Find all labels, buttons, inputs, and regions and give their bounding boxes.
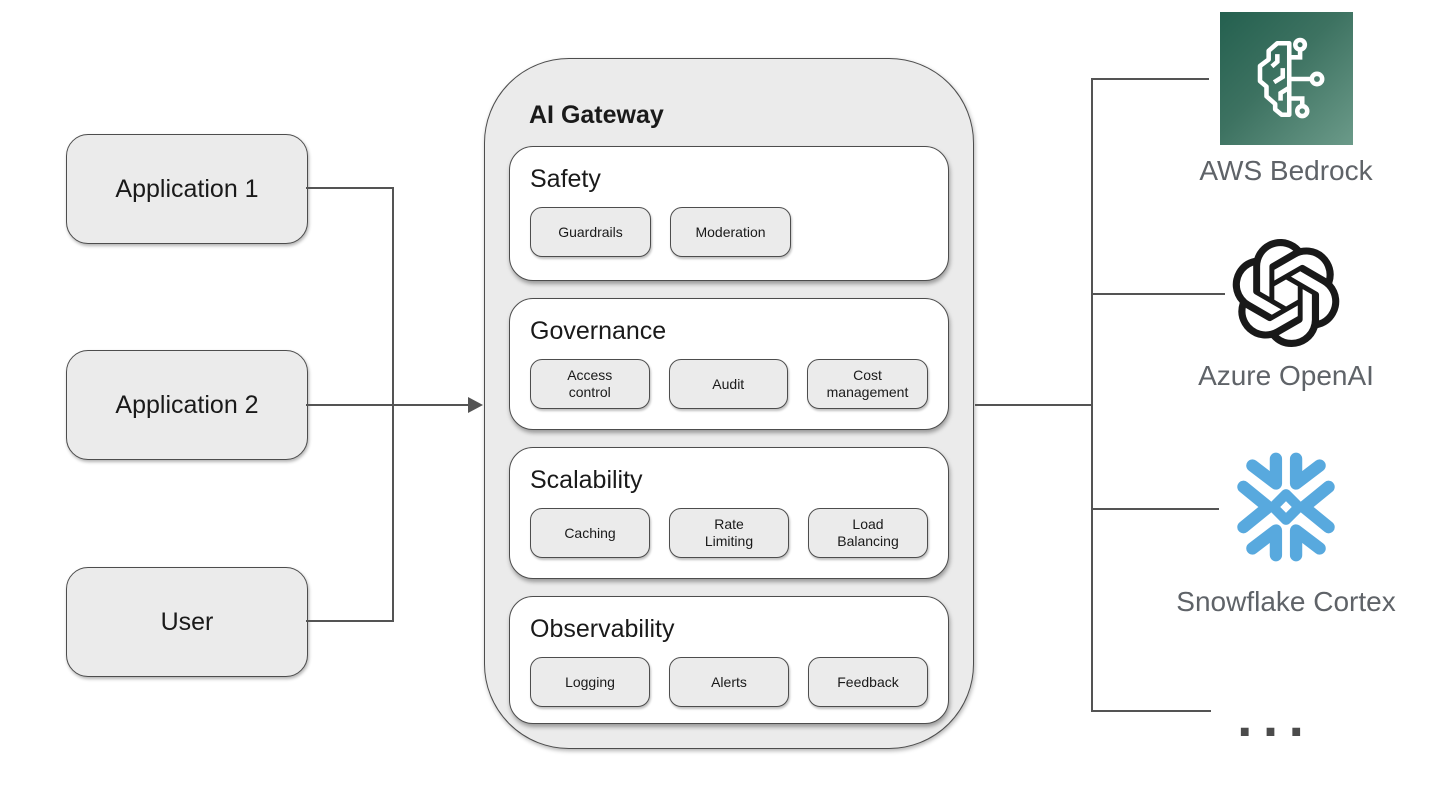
provider-snowflake-cortex: Snowflake Cortex (1166, 451, 1406, 618)
openai-icon (1232, 239, 1340, 347)
chip-row: Guardrails Moderation (530, 207, 928, 257)
section-governance: Governance Access control Audit Cost man… (509, 298, 949, 430)
connector-app1 (306, 187, 393, 189)
node-application-1: Application 1 (66, 134, 308, 244)
connector-branch-snowflake (1092, 508, 1219, 510)
section-scalability: Scalability Caching Rate Limiting Load B… (509, 447, 949, 579)
chip-rate-limiting: Rate Limiting (669, 508, 789, 558)
gateway-title: AI Gateway (529, 101, 664, 129)
chip-logging: Logging (530, 657, 650, 707)
connector-gateway-out (975, 404, 1092, 406)
section-observability: Observability Logging Alerts Feedback (509, 596, 949, 724)
connector-user (306, 620, 393, 622)
provider-azure-openai: Azure OpenAI (1166, 239, 1406, 392)
chip-moderation: Moderation (670, 207, 791, 257)
node-label: Application 2 (115, 390, 259, 419)
node-label: Application 1 (115, 174, 259, 203)
ellipsis-icon: ... (1236, 696, 1314, 747)
chip-feedback: Feedback (808, 657, 928, 707)
ai-gateway-container: AI Gateway Safety Guardrails Moderation … (484, 58, 974, 749)
connector-branch-azure (1092, 293, 1225, 295)
chip-load-balancing: Load Balancing (808, 508, 928, 558)
connector-app2 (306, 404, 469, 406)
chip-audit: Audit (668, 359, 788, 409)
section-title: Scalability (530, 466, 643, 494)
chip-guardrails: Guardrails (530, 207, 651, 257)
connector-branch-aws (1092, 78, 1209, 80)
aws-bedrock-icon (1219, 12, 1353, 145)
connector-branch-more (1092, 710, 1211, 712)
section-title: Governance (530, 317, 667, 345)
gateway-sections: Safety Guardrails Moderation Governance … (509, 146, 949, 724)
chip-access-control: Access control (530, 359, 650, 409)
node-label: User (160, 607, 214, 636)
node-application-2: Application 2 (66, 350, 308, 460)
section-title: Observability (530, 615, 675, 643)
node-user: User (66, 567, 308, 677)
arrowhead-icon (468, 397, 483, 413)
chip-cost-management: Cost management (807, 359, 928, 409)
chip-row: Caching Rate Limiting Load Balancing (530, 508, 928, 558)
chip-row: Logging Alerts Feedback (530, 657, 928, 707)
provider-label: AWS Bedrock (1199, 155, 1373, 186)
chip-row: Access control Audit Cost management (530, 359, 928, 409)
section-safety: Safety Guardrails Moderation (509, 146, 949, 281)
provider-label: Snowflake Cortex (1176, 586, 1396, 617)
chip-caching: Caching (530, 508, 650, 558)
chip-alerts: Alerts (669, 657, 789, 707)
snowflake-icon (1237, 452, 1335, 562)
provider-label: Azure OpenAI (1198, 360, 1374, 391)
connector-right-trunk (1091, 78, 1093, 712)
provider-aws-bedrock: AWS Bedrock (1166, 12, 1406, 187)
section-title: Safety (530, 165, 601, 193)
